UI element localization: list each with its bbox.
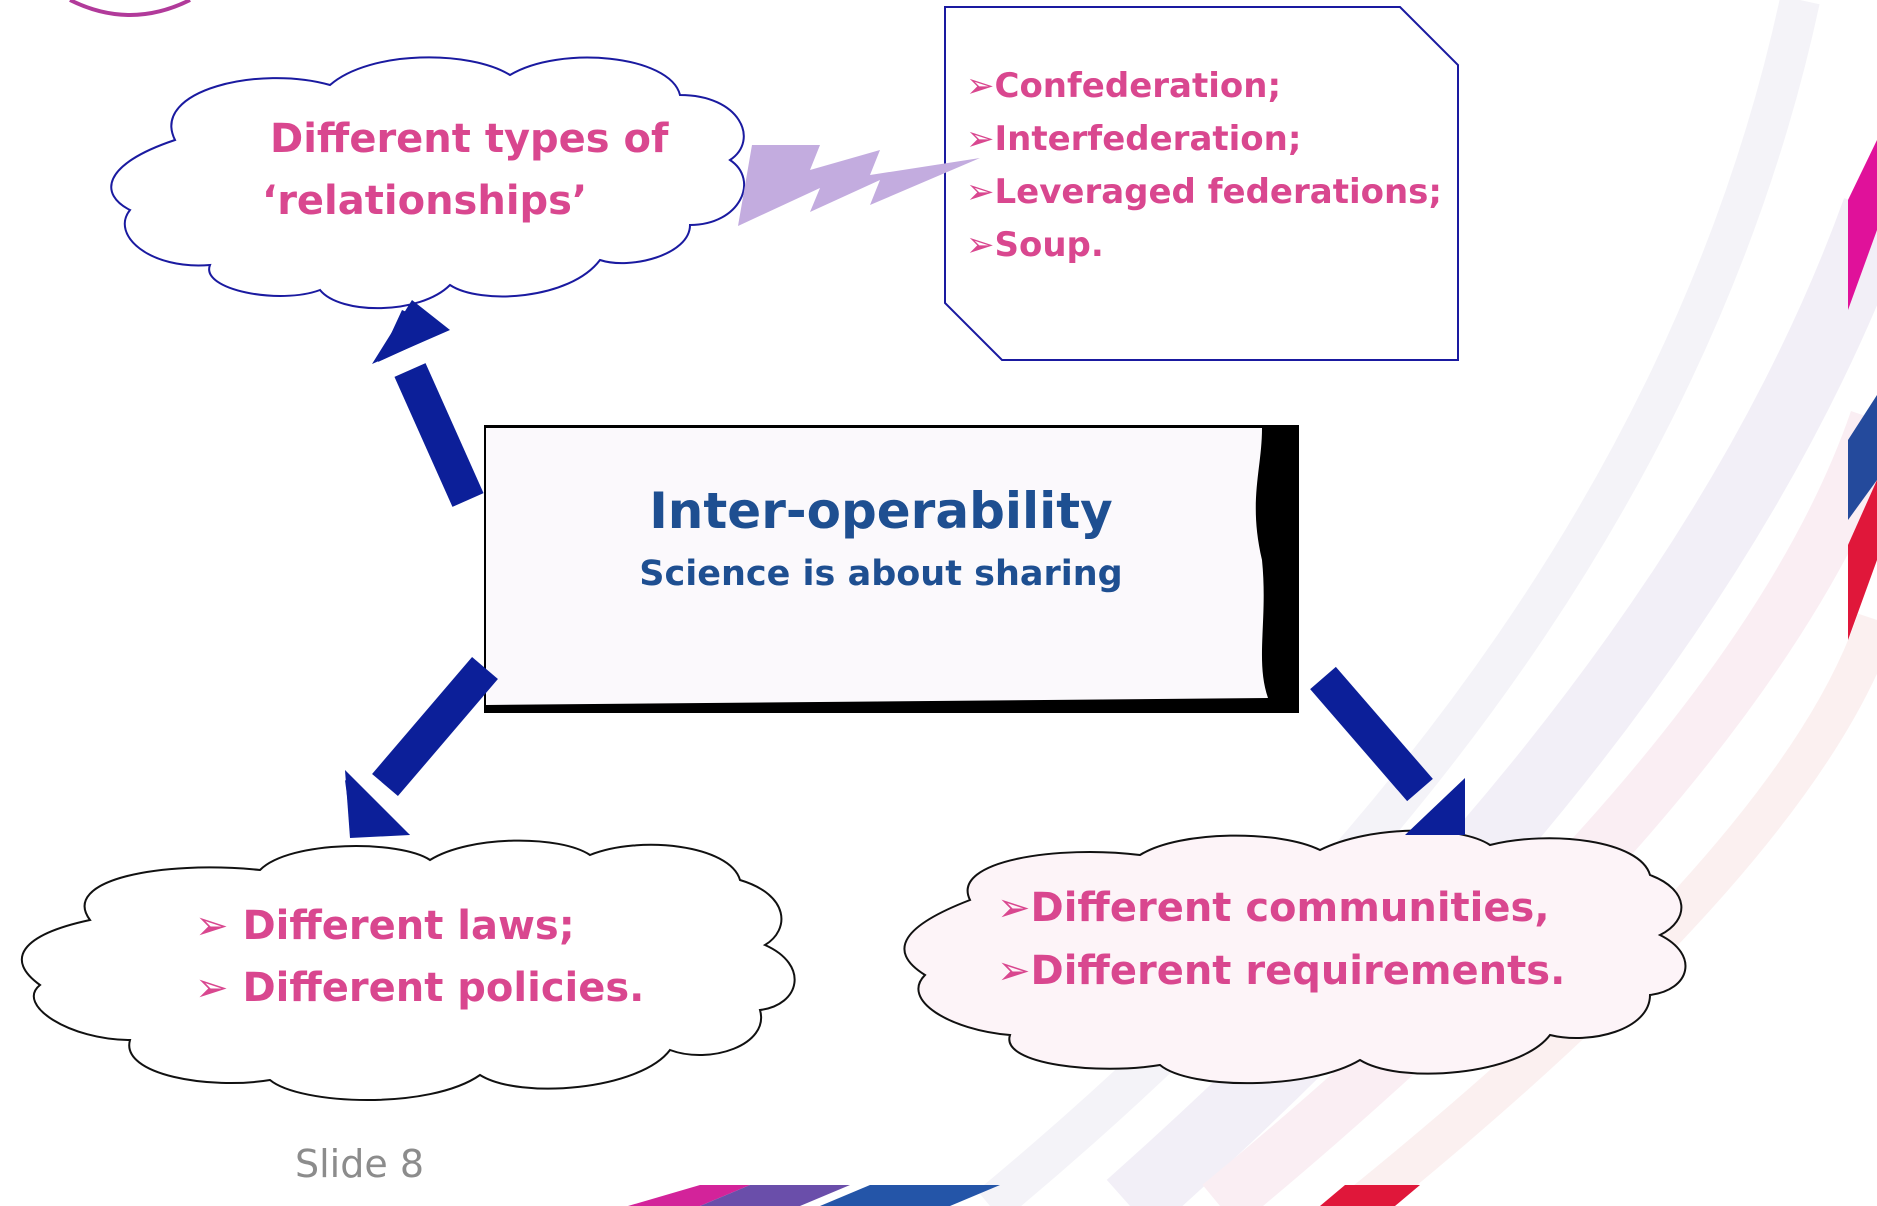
types-item: ➢Confederation; [966, 66, 1282, 106]
bottom-right-item: ➢Different requirements. [997, 948, 1566, 994]
bottom-right-item: ➢Different communities, [997, 885, 1550, 931]
arrowhead-bullet-icon: ➢ [195, 903, 243, 949]
types-box-list: ➢Confederation; ➢Interfederation; ➢Lever… [966, 60, 1442, 272]
arrow-up-left-icon [372, 300, 484, 507]
arrowhead-bullet-icon: ➢ [997, 885, 1031, 931]
bottom-right-list: ➢Different communities, ➢Different requi… [997, 877, 1565, 1003]
types-item: ➢Interfederation; [966, 119, 1302, 159]
arrowhead-bullet-icon: ➢ [966, 172, 995, 212]
top-cloud-shape [110, 56, 746, 310]
top-cloud-line-1: Different types of [270, 116, 669, 162]
slide-number: Slide 8 [295, 1142, 424, 1186]
types-box-shape [944, 6, 1459, 361]
bottom-left-item: ➢ Different laws; [195, 903, 575, 949]
arrow-down-right-icon [1310, 666, 1465, 835]
types-item: ➢Leveraged federations; [966, 172, 1442, 212]
arrow-down-left-icon [345, 656, 498, 838]
arrowhead-bullet-icon: ➢ [966, 66, 995, 106]
bottom-right-cloud-shape [903, 829, 1687, 1085]
arrowhead-bullet-icon: ➢ [966, 119, 995, 159]
top-cloud-line-2: ‘relationships’ [262, 178, 588, 224]
bottom-left-list: ➢ Different laws; ➢ Different policies. [195, 895, 644, 1019]
center-title: Inter-operability [649, 482, 1113, 540]
bottom-left-item: ➢ Different policies. [195, 965, 645, 1011]
lightning-bolt-icon [738, 145, 980, 226]
bottom-left-cloud-shape [20, 839, 796, 1101]
arrowhead-bullet-icon: ➢ [195, 965, 243, 1011]
arrowhead-bullet-icon: ➢ [997, 948, 1031, 994]
arrowhead-bullet-icon: ➢ [966, 225, 995, 265]
center-subtitle: Science is about sharing [639, 554, 1123, 594]
top-cloud-text: Different types of ‘relationships’ [262, 108, 668, 232]
types-item: ➢Soup. [966, 225, 1104, 265]
